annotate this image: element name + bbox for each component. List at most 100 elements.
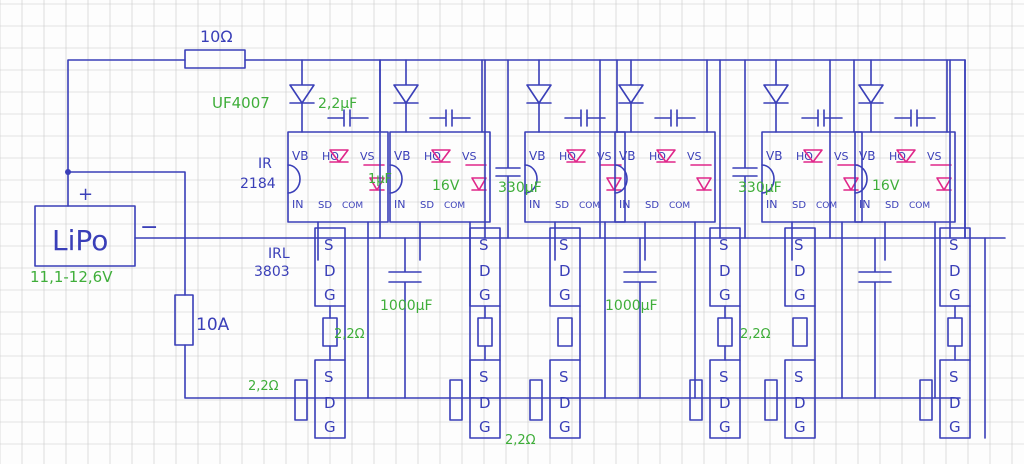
pin-ho-label: HO [649,150,666,163]
gate-resistor [477,317,493,347]
fet-d-label: D [324,262,336,280]
capacitor-icon [429,109,471,127]
capacitor-icon [654,109,696,127]
gate-resistor [919,379,933,421]
vcc-cap-label: 1µF [368,172,392,187]
bulk-cap-2-label: 1000µF [605,298,658,314]
pin-sd-label: SD [645,200,659,211]
bulk-cap-1-label: 1000µF [380,298,433,314]
capacitor-icon [801,109,843,127]
fet-d-label: D [949,262,961,280]
mosfet: SDG [764,359,816,439]
fet-g-label: G [949,418,961,436]
pin-sd-label: SD [885,200,899,211]
gate-res-1-label: 2,2Ω [334,327,365,342]
mosfet: SDG [469,227,501,361]
mosfet-label: IRL [268,246,290,262]
pin-in-label: IN [292,198,303,211]
fet-s-label: S [949,236,959,254]
capacitor-icon [495,59,521,239]
gate-res-4-label: 2,2Ω [740,327,771,342]
gate-res-3-label: 2,2Ω [505,433,536,448]
pin-sd-label: SD [792,200,806,211]
capacitor-icon [388,237,422,399]
pink-diode-icon [431,149,451,163]
fet-s-label: S [324,236,334,254]
pin-vs-label: VS [834,150,849,163]
pink-diode-icon [600,164,622,191]
fet-d-label: D [324,394,336,412]
pin-com-label: COM [816,201,837,211]
pin-vs-label: VS [597,150,612,163]
pin-in-label: IN [766,198,777,211]
resistor-10ohm-label: 10Ω [200,27,233,46]
pin-sd-label: SD [318,200,332,211]
mosfet: SDG [294,359,346,439]
fet-s-label: S [719,368,729,386]
pin-com-label: COM [579,201,600,211]
diode-icon [289,59,315,133]
pink-diode-icon [803,149,823,163]
mosfet: SDG [709,227,741,361]
fet-s-label: S [324,368,334,386]
pin-vs-label: VS [462,150,477,163]
pin-com-label: COM [669,201,690,211]
wiring [344,59,971,361]
fet-d-label: D [559,394,571,412]
pink-diode-icon [690,164,712,191]
fet-s-label: S [794,236,804,254]
fet-g-label: G [324,418,336,436]
bulk-capacitor [623,237,657,399]
diode-icon [393,59,419,133]
pin-vb-label: VB [529,149,545,163]
fet-g-label: G [794,286,806,304]
fet-d-label: D [719,262,731,280]
fet-g-label: G [719,286,731,304]
cap-330-2-label: 330µF [738,180,782,196]
fet-s-label: S [559,368,569,386]
vcc-cap-voltage: 16V [432,178,460,194]
fet-s-label: S [559,236,569,254]
diode-icon [618,59,644,133]
fet-g-label: G [559,286,571,304]
fet-d-label: D [719,394,731,412]
fet-s-label: S [794,368,804,386]
fet-g-label: G [719,418,731,436]
pink-diode-icon [656,149,676,163]
pin-ho-label: HO [322,150,339,163]
pin-ho-label: HO [889,150,906,163]
mosfet: SDG [939,227,971,361]
gate-resistor [449,379,463,421]
capacitor-icon [327,109,369,127]
supply-wiring [65,49,1006,399]
pin-ho-label: HO [559,150,576,163]
mosfet: SDG [529,359,581,439]
pin-vb-label: VB [394,149,410,163]
mosfet: SDG [549,227,581,347]
pin-vs-label: VS [687,150,702,163]
pin-ho-label: HO [424,150,441,163]
fet-d-label: D [794,262,806,280]
driver-ic-number: 2184 [240,176,276,192]
pin-in-label: IN [529,198,540,211]
diode-label: UF4007 [212,94,270,112]
fuse-label: 10A [196,315,230,335]
mosfet-number: 3803 [254,264,290,280]
fet-g-label: G [949,286,961,304]
fet-d-label: D [479,262,491,280]
pin-com-label: COM [444,201,465,211]
pin-com-label: COM [909,201,930,211]
fet-g-label: G [559,418,571,436]
gate-resistor [529,379,543,421]
gate-resistor [294,379,308,421]
mosfet: SDG [689,359,741,439]
gate-resistor [764,379,778,421]
fet-d-label: D [559,262,571,280]
capacitor-icon [858,237,892,399]
